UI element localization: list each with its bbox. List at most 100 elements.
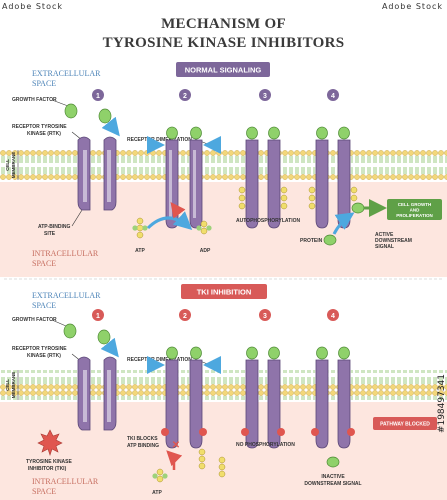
growth-factor-label: GROWTH FACTOR (12, 97, 57, 103)
outcome-label-3: PROLIFERATION (396, 213, 432, 218)
inactive-label-2: DOWNSTREAM SIGNAL (304, 481, 361, 487)
adp-molecule (196, 220, 212, 235)
step-marker (179, 89, 191, 101)
normal-header-box (176, 62, 270, 77)
atp-label: ATP (135, 248, 145, 254)
intracellular-region-tki (0, 402, 447, 500)
growth-factor-ligand (64, 103, 78, 119)
signal-label-3: SIGNAL (375, 244, 394, 250)
tki-header-box (181, 284, 267, 299)
extracellular-label-tki: EXTRACELLULAR (32, 291, 101, 300)
phosphate-transfer-arrow (170, 202, 186, 219)
stock-id: #198497341 (437, 374, 447, 434)
atp-site-label: ATP-BINDING (38, 224, 71, 230)
step-number: 1 (96, 93, 100, 100)
step-marker (179, 309, 191, 321)
rtk-monomers-tki (77, 356, 117, 431)
atp-molecule (132, 217, 148, 239)
stock-watermark-right: Adobe Stock (382, 2, 443, 11)
atp-site-leader (71, 209, 83, 227)
step-number: 2 (183, 93, 187, 100)
step-number: 4 (331, 313, 335, 320)
block-x-icon: ✕ (172, 440, 180, 451)
dimerization-label-tki: RECEPTOR DIMERIZATION (127, 357, 192, 363)
growth-factor-ligand (63, 323, 77, 339)
growth-factor-ligand (98, 108, 112, 124)
membrane-label: CELL (5, 159, 10, 171)
protein-label: PROTEIN (300, 238, 323, 244)
rtk-dimer-active (308, 126, 365, 229)
growth-factor-leader-tki (51, 319, 67, 327)
intracellular-label: INTRACELLULAR (32, 249, 99, 258)
step-number: 3 (263, 313, 267, 320)
rtk-label-tki: RECEPTOR TYROSINE (12, 346, 67, 352)
intracellular-label-2: SPACE (32, 259, 56, 268)
inhibitor-label: TYROSINE KINASE (26, 459, 73, 465)
step-number: 2 (183, 313, 187, 320)
step-marker (327, 89, 339, 101)
blocked-label: PATHWAY BLOCKED (380, 422, 430, 428)
membrane-label-2: MEMBRANE (11, 152, 16, 179)
normal-panel: NORMAL SIGNALING EXTRACELLULAR SPACE INT… (0, 62, 447, 277)
intracellular-label-tki-2: SPACE (32, 487, 56, 496)
step-marker (327, 309, 339, 321)
rtk-label: RECEPTOR TYROSINE (12, 124, 67, 130)
step-marker (259, 89, 271, 101)
autophos-label: AUTOPHOSPHORYLATION (236, 218, 300, 224)
stock-watermark: Adobe Stock (2, 2, 63, 11)
cell-membrane-tki (0, 370, 447, 400)
rtk-dimer-tki (161, 346, 207, 449)
no-phos-label: NO PHOSPHORYLATION (236, 442, 295, 448)
inhibitor-label-2: INHIBITOR (TKI) (28, 466, 67, 472)
step-number: 4 (331, 93, 335, 100)
atp-site-label-2: SITE (44, 231, 56, 237)
outcome-label-2: AND (410, 208, 420, 213)
normal-header: NORMAL SIGNALING (185, 66, 262, 75)
blocks-label: TKI BLOCKS (127, 436, 158, 442)
membrane-label-tki-2: MEMBRANE (11, 372, 16, 399)
step-marker (92, 89, 104, 101)
atp-label-tki: ATP (152, 490, 162, 496)
extracellular-label-tki-2: SPACE (32, 301, 56, 310)
rtk-dimer-unphosphorylated (241, 346, 285, 449)
inactive-label: INACTIVE (321, 474, 345, 480)
step-markers-tki: 1 2 3 4 (92, 309, 339, 321)
rtk-label-tki-2: KINASE (RTK) (27, 353, 61, 359)
intracellular-label-tki: INTRACELLULAR (32, 477, 99, 486)
blocked-atp-arrow (166, 450, 183, 470)
protein-molecule (323, 234, 337, 246)
tki-molecule-icon (37, 429, 63, 456)
step-marker (92, 309, 104, 321)
atp-molecules-tki (152, 448, 226, 483)
growth-factor-label-tki: GROWTH FACTOR (12, 317, 57, 323)
page-title: MECHANISM OF (161, 16, 286, 32)
membrane-label-tki: CELL (5, 379, 10, 391)
dimerization-label: RECEPTOR DIMERIZATION (127, 137, 192, 143)
tki-header: TKI INHIBITION (197, 288, 252, 297)
rtk-dimer-phosphorylated (238, 126, 288, 229)
inactive-protein (326, 456, 340, 468)
adp-label: ADP (200, 248, 211, 254)
binding-arrow (101, 116, 120, 137)
outcome-box (387, 199, 442, 220)
rtk-dimer-inactive (311, 346, 355, 449)
intracellular-region (0, 182, 447, 277)
atp-conversion-arrow (146, 211, 193, 231)
step-number: 1 (96, 313, 100, 320)
signal-arrow (332, 212, 355, 235)
blocks-label-2: ATP BINDING (127, 443, 159, 449)
blocked-box (373, 417, 437, 430)
signal-label-2: DOWNSTREAM (375, 238, 412, 244)
signal-label: ACTIVE (375, 232, 394, 238)
tki-panel: TKI INHIBITION EXTRACELLULAR SPACE INTRA… (0, 284, 447, 500)
extracellular-label: EXTRACELLULAR (32, 69, 101, 78)
cell-membrane (0, 150, 447, 180)
step-marker (259, 309, 271, 321)
step-number: 3 (263, 93, 267, 100)
rtk-label-2: KINASE (RTK) (27, 131, 61, 137)
outcome-label: CELL GROWTH (398, 202, 431, 207)
binding-arrow-tki (100, 337, 119, 358)
growth-factor-leader (51, 99, 69, 107)
